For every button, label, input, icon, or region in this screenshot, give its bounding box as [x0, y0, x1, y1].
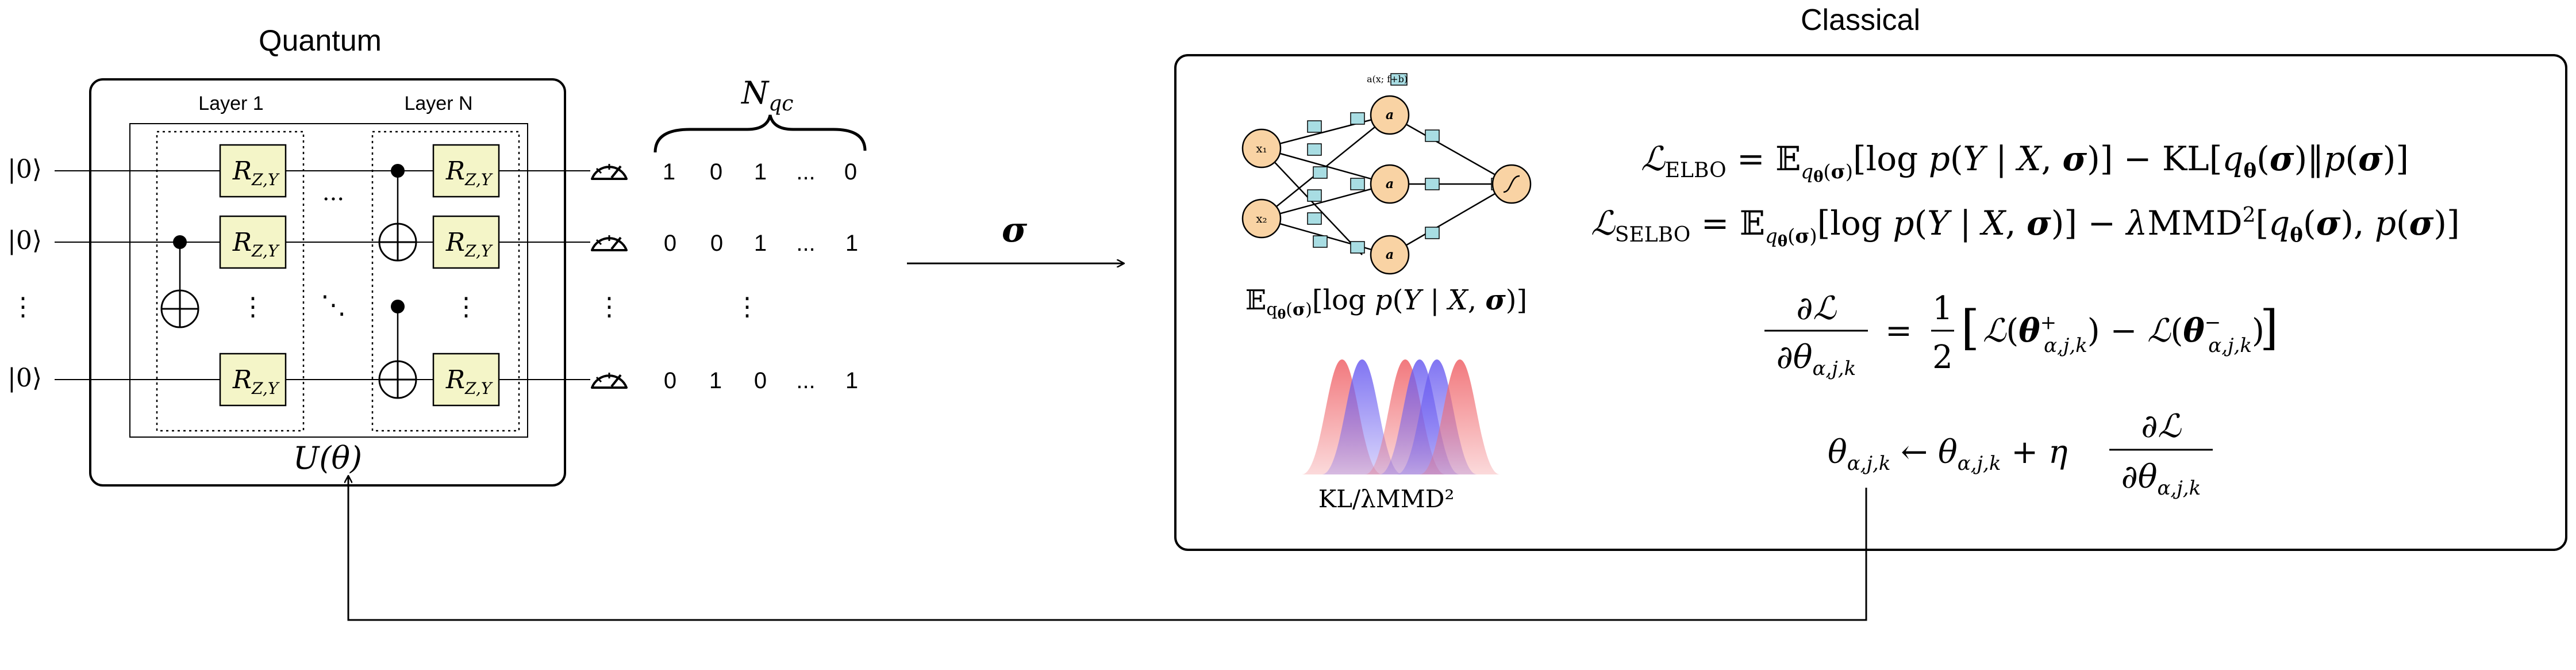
- feedback-loop: [348, 476, 1867, 621]
- svg-text:]: ]: [2260, 301, 2278, 355]
- bit: 0: [710, 231, 723, 256]
- rotation-gate-layer1-qn: R Z,Y: [219, 353, 287, 407]
- between-layers-dots: ···: [322, 186, 344, 213]
- sigma-label: σ: [1002, 210, 1028, 250]
- svg-text:∂ℒ: ∂ℒ: [2141, 408, 2182, 445]
- layer-n-box: [371, 131, 520, 432]
- bit: 1: [845, 368, 858, 393]
- circuit-frame: [129, 123, 528, 438]
- svg-text:Z,Y: Z,Y: [251, 379, 280, 398]
- svg-text:∂θα,j,k: ∂θα,j,k: [2121, 458, 2201, 500]
- brace-label: Nqc: [740, 75, 793, 116]
- bit: 0: [664, 231, 676, 256]
- svg-text:Z,Y: Z,Y: [464, 379, 493, 398]
- bit: 1: [754, 159, 767, 185]
- bit: 0: [710, 159, 722, 185]
- bit: 1: [663, 159, 675, 185]
- svg-text:1: 1: [1932, 290, 1953, 327]
- bit: 0: [754, 368, 767, 393]
- cnot-target-1: [160, 289, 199, 328]
- classical-title: Classical: [1801, 3, 1920, 37]
- cnot-control-dot-1: [173, 235, 187, 249]
- svg-text:ℒELBO = 𝔼qθ(σ)[log p(Y | X, σ: ℒELBO = 𝔼qθ(σ)[log p(Y | X, σ)] − KL[qθ(…: [1641, 139, 2409, 186]
- ket-vertical-dots: ⋮: [10, 292, 36, 321]
- svg-text:ℒSELBO = 𝔼qθ(σ)[log p(Y | X,: ℒSELBO = 𝔼qθ(σ)[log p(Y | X, σ)] − λMMD2…: [1591, 204, 2460, 250]
- svg-text:R: R: [445, 365, 465, 395]
- node-a: a: [1386, 108, 1394, 122]
- layer-1-label: Layer 1: [198, 93, 263, 114]
- bit-row-2: 0 0 1 ... 1: [664, 231, 858, 256]
- svg-text:[: [: [1961, 301, 1979, 355]
- bit: 0: [664, 368, 676, 393]
- bit: 1: [709, 368, 722, 393]
- bit: ...: [796, 159, 815, 185]
- node-a: a: [1386, 177, 1394, 192]
- svg-text:R: R: [232, 365, 252, 395]
- neural-network: a(x; f+b) x₁ x₂ a a a: [1241, 73, 1532, 275]
- bit-row-n: 0 1 0 ... 1: [664, 368, 858, 393]
- svg-text:R: R: [232, 228, 252, 257]
- ket-zero-2: |0⟩: [7, 226, 42, 255]
- rotation-gate-layern-qn: R Z,Y: [432, 353, 500, 407]
- unitary-label: U(θ): [293, 440, 362, 476]
- layer-1-box: [156, 131, 305, 432]
- distribution-label: KL/λMMD²: [1318, 485, 1455, 513]
- svg-text:R: R: [445, 228, 465, 257]
- node-a: a: [1386, 247, 1394, 262]
- between-layers-diagonal-dots: ⋱: [321, 290, 346, 320]
- svg-text:Z,Y: Z,Y: [464, 170, 493, 189]
- bits-vertical-dots-mid: ⋮: [735, 292, 760, 321]
- distribution-curves: [1302, 359, 1500, 474]
- rotation-gate-layern-q1: R Z,Y: [432, 144, 500, 198]
- selbo-equation: ℒSELBO = 𝔼qθ(σ)[log p(Y | X, σ)] − λMMD2…: [1591, 204, 2460, 250]
- meter-icon: [591, 373, 628, 389]
- expectation-label: 𝔼qθ(σ)[log p(Y | X, σ)]: [1245, 284, 1527, 322]
- cnot-target-3: [378, 360, 417, 399]
- bit: ...: [796, 231, 815, 256]
- nn-top-label: a(x; f+b): [1367, 74, 1408, 85]
- svg-text:∂θα,j,k: ∂θα,j,k: [1777, 339, 1856, 380]
- svg-text:=: =: [1885, 312, 1912, 350]
- svg-text:Z,Y: Z,Y: [251, 242, 280, 261]
- cnot-control-dot-2: [391, 164, 405, 178]
- layer-n-label: Layer N: [404, 93, 472, 114]
- svg-text:R: R: [445, 156, 465, 186]
- bits-vertical-dots-left: ⋮: [597, 292, 622, 321]
- update-equation: θα,j,k ← θα,j,k + η ∂ℒ ∂θα,j,k: [1828, 408, 2213, 500]
- measurement-brace: [653, 114, 867, 153]
- cnot-control-dot-3: [391, 300, 405, 313]
- svg-text:∂ℒ: ∂ℒ: [1796, 290, 1837, 327]
- svg-text:2: 2: [1932, 339, 1953, 376]
- bit: ...: [796, 368, 815, 393]
- ket-zero-n: |0⟩: [7, 363, 42, 393]
- meter-icon: [591, 235, 628, 251]
- rotation-gate-layer1-q1: R Z,Y: [219, 144, 287, 198]
- node-x1: x₁: [1256, 141, 1267, 155]
- rotation-gate-layer1-q2: R Z,Y: [219, 215, 287, 269]
- layern-vertical-dots: ⋮: [453, 292, 479, 321]
- classical-box: [1174, 54, 2567, 551]
- svg-text:Z,Y: Z,Y: [251, 170, 280, 189]
- bit: 0: [844, 159, 857, 185]
- quantum-box: [89, 78, 566, 487]
- svg-text:ℒ(θ+α,j,k) − ℒ(θ−α,j,k): ℒ(θ+α,j,k) − ℒ(θ−α,j,k): [1983, 311, 2264, 357]
- bit-row-1: 1 0 1 ... 0: [663, 159, 857, 185]
- bit: 1: [754, 231, 767, 256]
- rotation-gate-layern-q2: R Z,Y: [432, 215, 500, 269]
- elbo-equation: ℒELBO = 𝔼qθ(σ)[log p(Y | X, σ)] − KL[qθ(…: [1641, 139, 2409, 186]
- svg-text:R: R: [232, 156, 252, 186]
- bit: 1: [845, 231, 858, 256]
- sigmoid-icon: [1503, 175, 1520, 193]
- quantum-title: Quantum: [259, 24, 382, 58]
- node-x2: x₂: [1256, 212, 1267, 225]
- layer1-vertical-dots: ⋮: [240, 292, 266, 321]
- svg-text:Z,Y: Z,Y: [464, 242, 493, 261]
- meter-icon: [591, 164, 628, 180]
- gradient-equation: ∂ℒ ∂θα,j,k = 1 2 [ ℒ(θ+α,j,k) − ℒ(θ−α,j,…: [1764, 290, 2278, 380]
- ket-zero-1: |0⟩: [7, 155, 42, 184]
- svg-text:θα,j,k ← θα,j,k + η: θα,j,k ← θα,j,k + η: [1828, 434, 2068, 475]
- cnot-target-2: [378, 223, 417, 262]
